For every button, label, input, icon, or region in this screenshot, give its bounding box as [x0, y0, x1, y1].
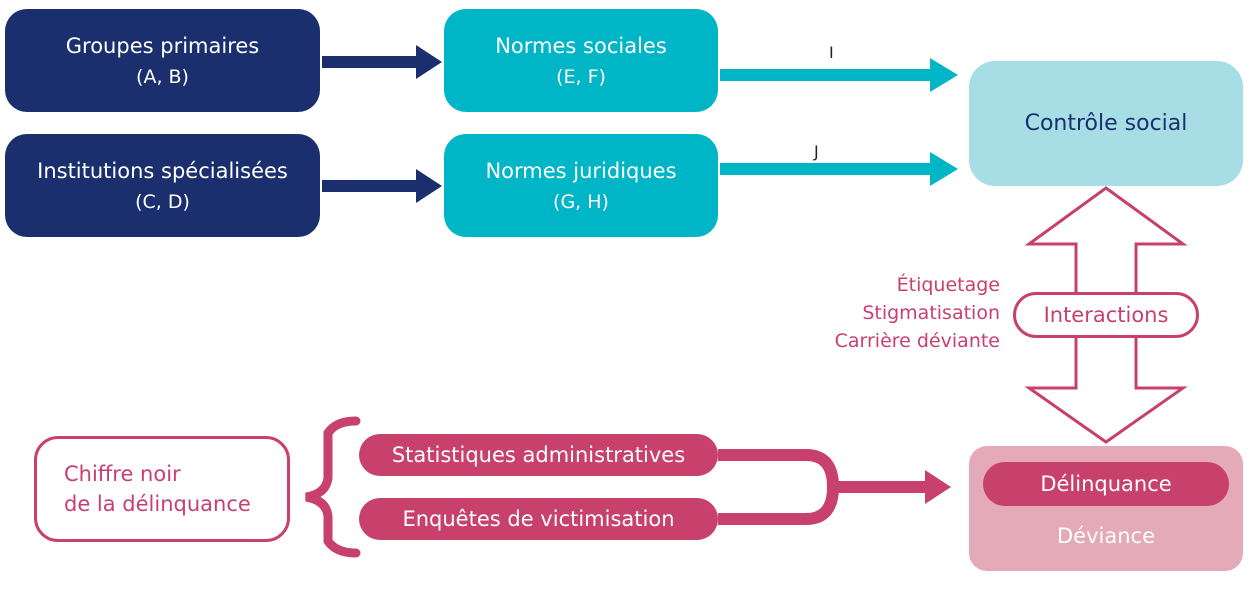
node-enquetes-victimisation: Enquêtes de victimisation [359, 498, 718, 540]
side-label-carriere: Carrière déviante [834, 330, 1000, 352]
node-normes-juridiques: Normes juridiques (G, H) [444, 134, 718, 237]
merge-arrow-to-deviance [718, 449, 951, 525]
side-label-stigmatisation: Stigmatisation [862, 302, 1000, 324]
interactions-title: Interactions [1043, 303, 1169, 327]
arrow-normes-juridiques-to-controle [720, 152, 958, 186]
arrow-institutions-to-normes-juridiques [322, 169, 442, 203]
node-institutions-specialisees: Institutions spécialisées (C, D) [5, 134, 320, 237]
node-interactions: Interactions [1013, 292, 1199, 338]
side-labels: Étiquetage Stigmatisation Carrière dévia… [780, 271, 1000, 355]
institutions-title: Institutions spécialisées [37, 158, 288, 183]
side-label-etiquetage: Étiquetage [896, 274, 1000, 296]
deviance-label: Déviance [1057, 524, 1155, 548]
curly-brace [305, 416, 361, 558]
normes-sociales-title: Normes sociales [495, 33, 667, 58]
node-groupes-primaires: Groupes primaires (A, B) [5, 9, 320, 112]
edge-label-j: J [813, 142, 819, 161]
normes-juridiques-sub: (G, H) [553, 190, 609, 213]
node-controle-social: Contrôle social [969, 61, 1243, 186]
enquetes-title: Enquêtes de victimisation [402, 507, 675, 531]
arrow-groupes-to-normes-sociales [322, 45, 442, 79]
controle-title: Contrôle social [1024, 111, 1188, 136]
node-delinquance: Délinquance [983, 462, 1229, 506]
delinquance-title: Délinquance [1040, 472, 1172, 496]
chiffre-noir-line2: de la délinquance [64, 492, 251, 516]
normes-sociales-sub: (E, F) [556, 65, 606, 88]
node-statistiques-administratives: Statistiques administratives [359, 434, 718, 476]
node-chiffre-noir: Chiffre noir de la délinquance [34, 436, 290, 542]
groupes-sub: (A, B) [136, 65, 189, 88]
node-normes-sociales: Normes sociales (E, F) [444, 9, 718, 112]
statistiques-title: Statistiques administratives [391, 443, 686, 467]
arrow-normes-sociales-to-controle [720, 58, 958, 92]
chiffre-noir-line1: Chiffre noir [64, 462, 181, 486]
edge-label-i: I [829, 43, 834, 62]
institutions-sub: (C, D) [135, 190, 190, 213]
groupes-title: Groupes primaires [65, 33, 260, 58]
normes-juridiques-title: Normes juridiques [485, 158, 677, 183]
